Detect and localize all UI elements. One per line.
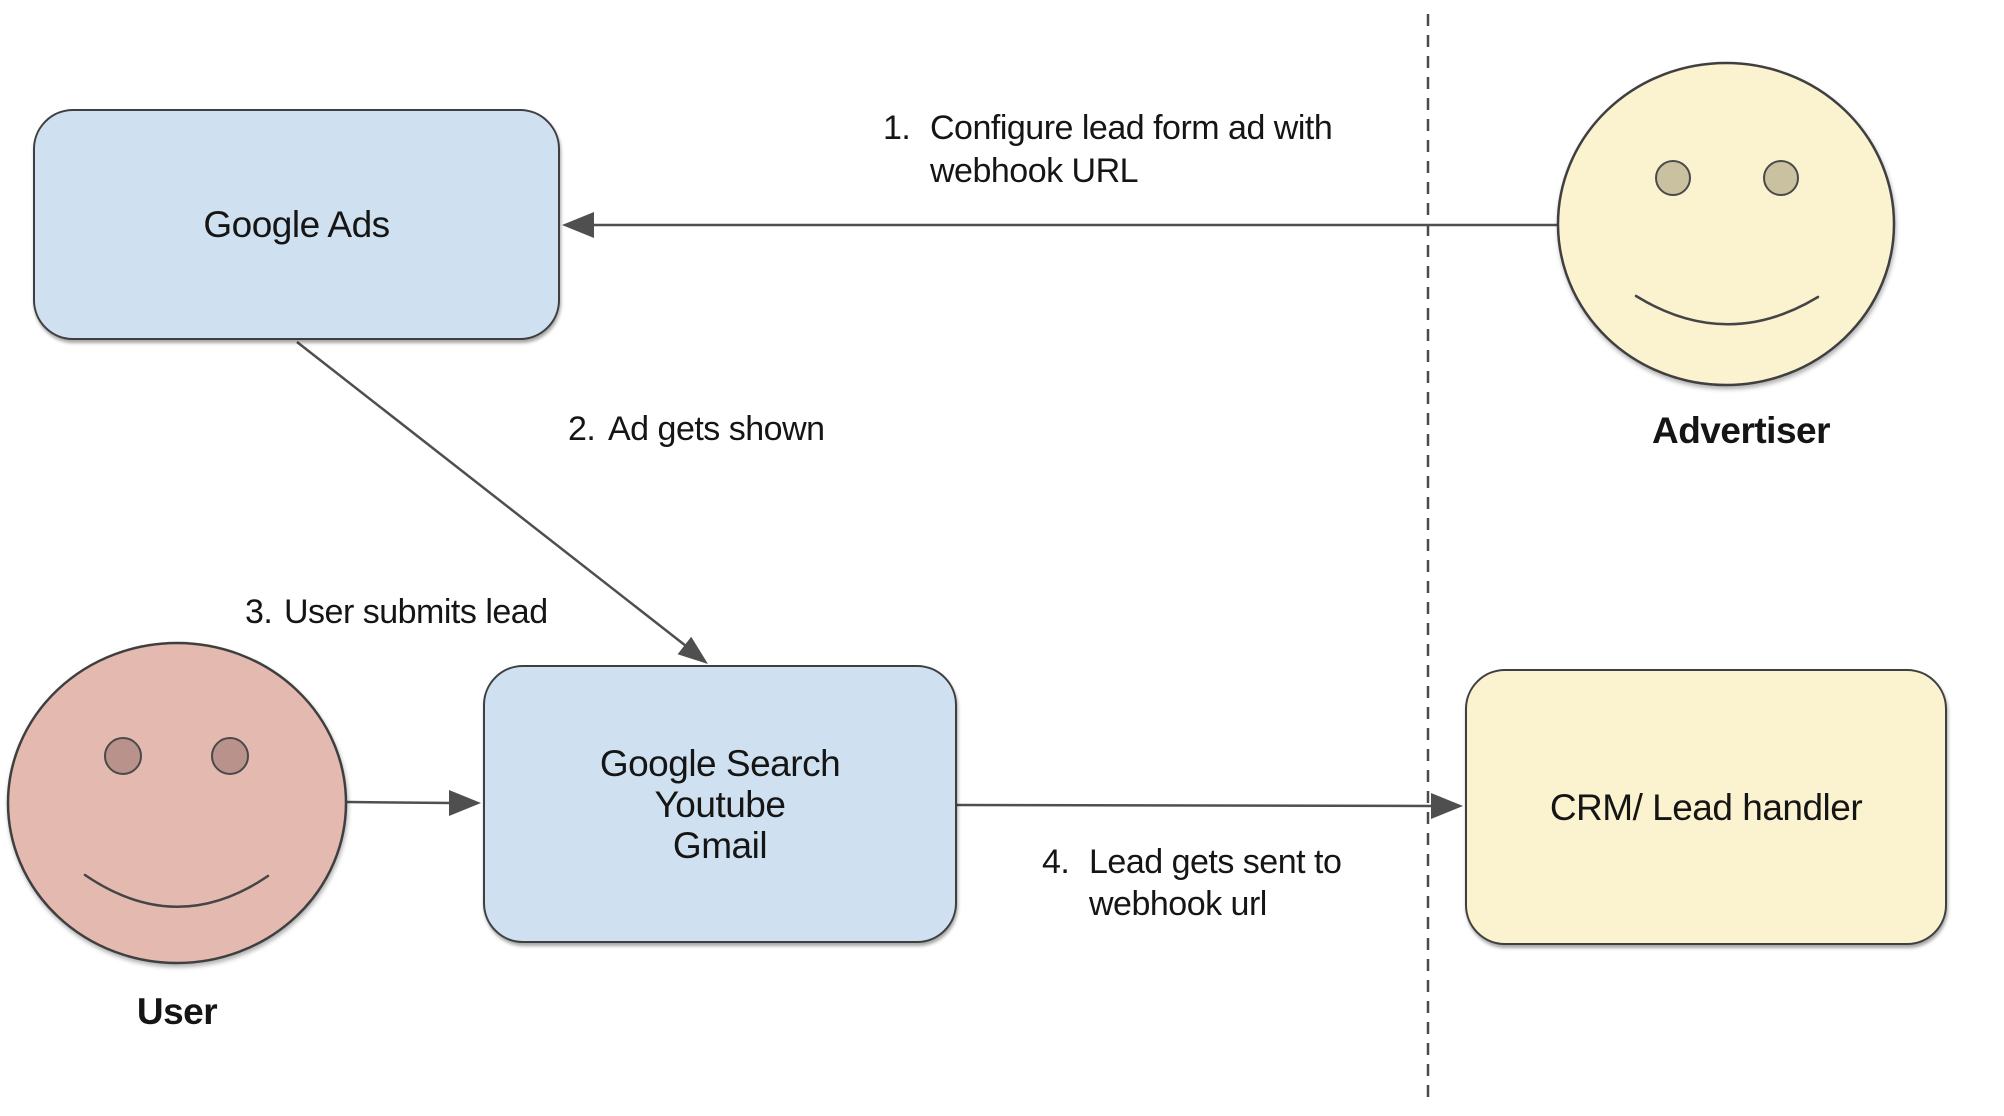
step2-number: 2. (568, 410, 596, 448)
advertiser-right-eye (1763, 160, 1799, 196)
advertiser-face-icon (1556, 61, 1896, 387)
crm-label: CRM/ Lead handler (1549, 786, 1863, 828)
advertiser-left-eye (1655, 160, 1691, 196)
step4-line2: webhook url (1089, 885, 1267, 923)
arrow-adshown-head (677, 636, 708, 664)
arrow-user-submits-lead (346, 790, 481, 816)
google-ads-label: Google Ads (203, 204, 390, 245)
step3-line1: User submits lead (284, 593, 548, 631)
step1-line1: Configure lead form ad with (930, 109, 1333, 147)
step2-label: 2. Ad gets shown (568, 408, 825, 451)
step4-label: 4. Lead gets sent to webhook url (1042, 841, 1342, 925)
user-label: User (136, 991, 218, 1032)
google-surfaces-line-gmail: Gmail (672, 824, 768, 866)
arrow-webhook-line (956, 803, 1435, 808)
arrow-configure-head (562, 212, 594, 238)
step3-label: 3. User submits lead (245, 591, 548, 634)
step3-text: User submits lead (284, 591, 548, 634)
google-surfaces-line-youtube: Youtube (654, 783, 786, 825)
crm-node: CRM/ Lead handler (1465, 669, 1947, 945)
step2-text: Ad gets shown (608, 408, 825, 451)
user-face (6, 641, 348, 965)
step1-number: 1. (883, 109, 911, 147)
user-face-icon (6, 641, 348, 965)
advertiser-smile (1634, 294, 1820, 326)
google-surfaces-label: Google Search Youtube Gmail (599, 742, 841, 866)
user-smile (83, 873, 270, 908)
arrow-submit-head (449, 790, 481, 816)
google-ads-node: Google Ads (33, 109, 560, 340)
user-left-eye (104, 737, 142, 775)
step3-number: 3. (245, 593, 273, 631)
user-right-eye (211, 737, 249, 775)
arrow-ad-gets-shown (296, 341, 708, 664)
advertiser-label: Advertiser (1651, 410, 1831, 451)
step1-line2: webhook URL (930, 152, 1139, 190)
arrow-lead-to-webhook (956, 793, 1463, 819)
google-surfaces-line-search: Google Search (599, 742, 841, 784)
arrow-adshown-line (296, 341, 687, 647)
step4-line1: Lead gets sent to (1089, 843, 1342, 881)
step2-line1: Ad gets shown (608, 410, 825, 448)
advertiser-face (1556, 61, 1896, 387)
step1-label: 1. Configure lead form ad with webhook U… (883, 107, 1333, 193)
arrow-configure-lead-form (562, 212, 1558, 238)
arrow-submit-line (346, 800, 453, 805)
google-surfaces-node: Google Search Youtube Gmail (483, 665, 957, 943)
step1-text: Configure lead form ad with webhook URL (930, 107, 1333, 193)
arrow-webhook-head (1431, 793, 1463, 819)
step4-number: 4. (1042, 843, 1070, 881)
step4-text: Lead gets sent to webhook url (1089, 841, 1342, 925)
